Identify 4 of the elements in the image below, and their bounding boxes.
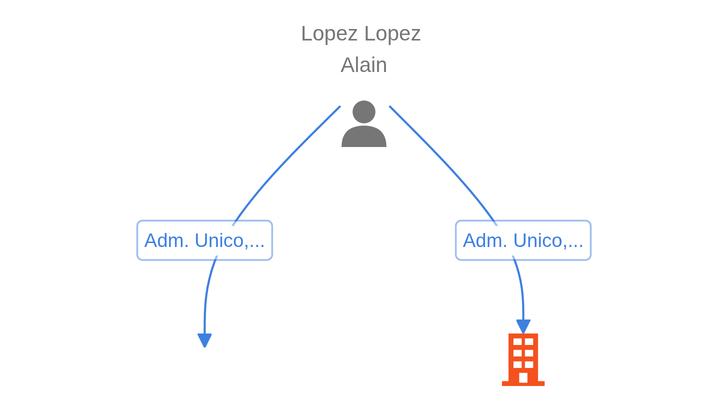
edge-label: Adm. Unico,... <box>454 220 592 261</box>
arrow <box>197 105 342 348</box>
arrow <box>388 105 531 334</box>
edge-label: Adm. Unico,... <box>136 220 274 261</box>
